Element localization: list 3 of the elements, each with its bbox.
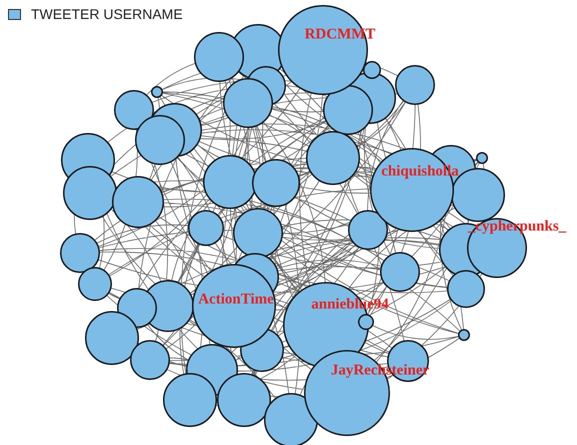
legend-label: TWEETER USERNAME bbox=[31, 6, 183, 22]
username-label: _cypherpunks_ bbox=[468, 220, 566, 234]
username-label: ActionTime bbox=[198, 292, 274, 308]
